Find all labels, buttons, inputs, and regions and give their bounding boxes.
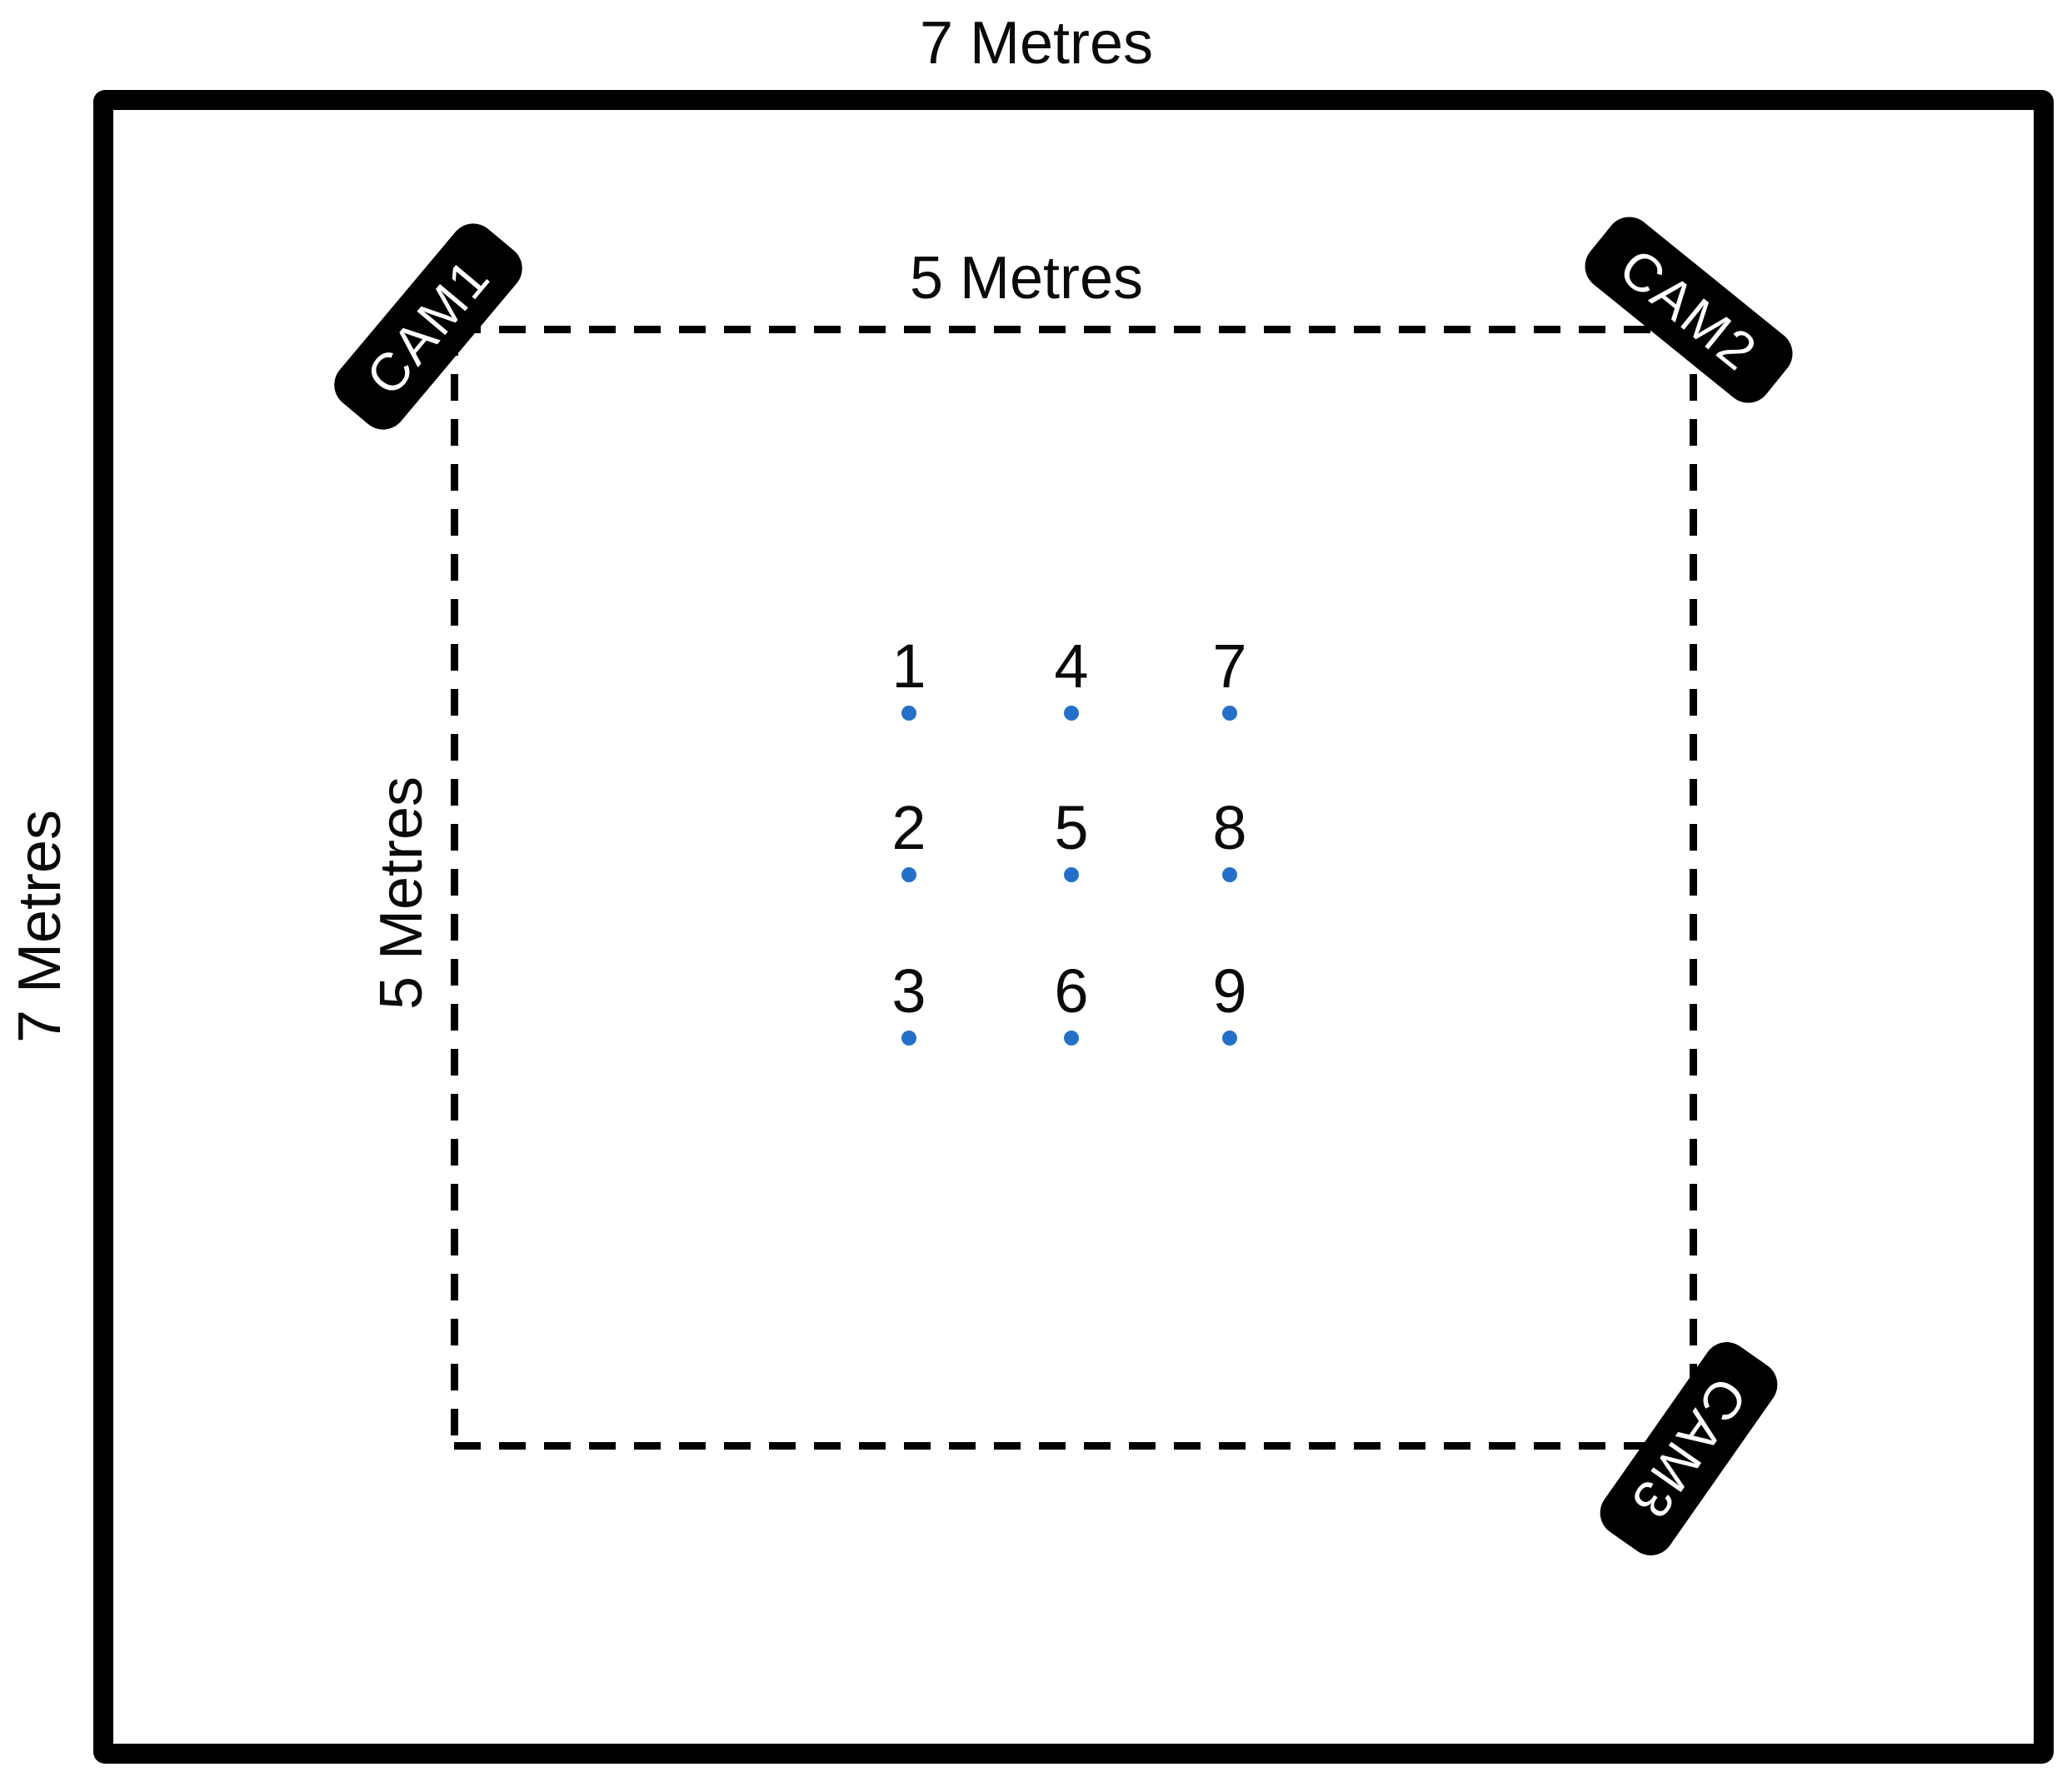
point-dot [901, 867, 916, 882]
point-number: 6 [1054, 956, 1089, 1026]
point-dot [1222, 706, 1237, 721]
point-number: 4 [1054, 631, 1089, 701]
point-number: 1 [891, 631, 926, 701]
measurement-point-5: 5 [1034, 796, 1109, 900]
point-dot [1064, 867, 1079, 882]
point-number: 9 [1212, 956, 1247, 1026]
point-number: 3 [891, 956, 926, 1026]
measurement-point-3: 3 [871, 959, 946, 1063]
point-number: 5 [1054, 793, 1089, 862]
capture-area-border-top [454, 326, 1693, 333]
room-height-label: 7 Metres [7, 809, 73, 1044]
point-dot [1222, 1031, 1237, 1046]
point-dot [1222, 867, 1237, 882]
capture-area-rect [451, 326, 1697, 1450]
point-dot [1064, 1031, 1079, 1046]
measurement-point-9: 9 [1192, 959, 1267, 1063]
capture-area-border-right [1690, 329, 1697, 1445]
measurement-point-2: 2 [871, 796, 946, 900]
point-dot [901, 706, 916, 721]
measurement-point-7: 7 [1192, 634, 1267, 738]
capture-area-border-left [451, 329, 458, 1445]
capture-height-label: 5 Metres [368, 776, 435, 1011]
point-dot [901, 1031, 916, 1046]
point-number: 7 [1212, 631, 1247, 701]
capture-area-border-bottom [454, 1442, 1693, 1450]
measurement-point-1: 1 [871, 634, 946, 738]
point-number: 2 [891, 793, 926, 862]
room-width-label: 7 Metres [919, 10, 1154, 77]
point-number: 8 [1212, 793, 1247, 862]
measurement-point-8: 8 [1192, 796, 1267, 900]
measurement-point-6: 6 [1034, 959, 1109, 1063]
measurement-point-4: 4 [1034, 634, 1109, 738]
capture-width-label: 5 Metres [909, 245, 1144, 312]
point-dot [1064, 706, 1079, 721]
